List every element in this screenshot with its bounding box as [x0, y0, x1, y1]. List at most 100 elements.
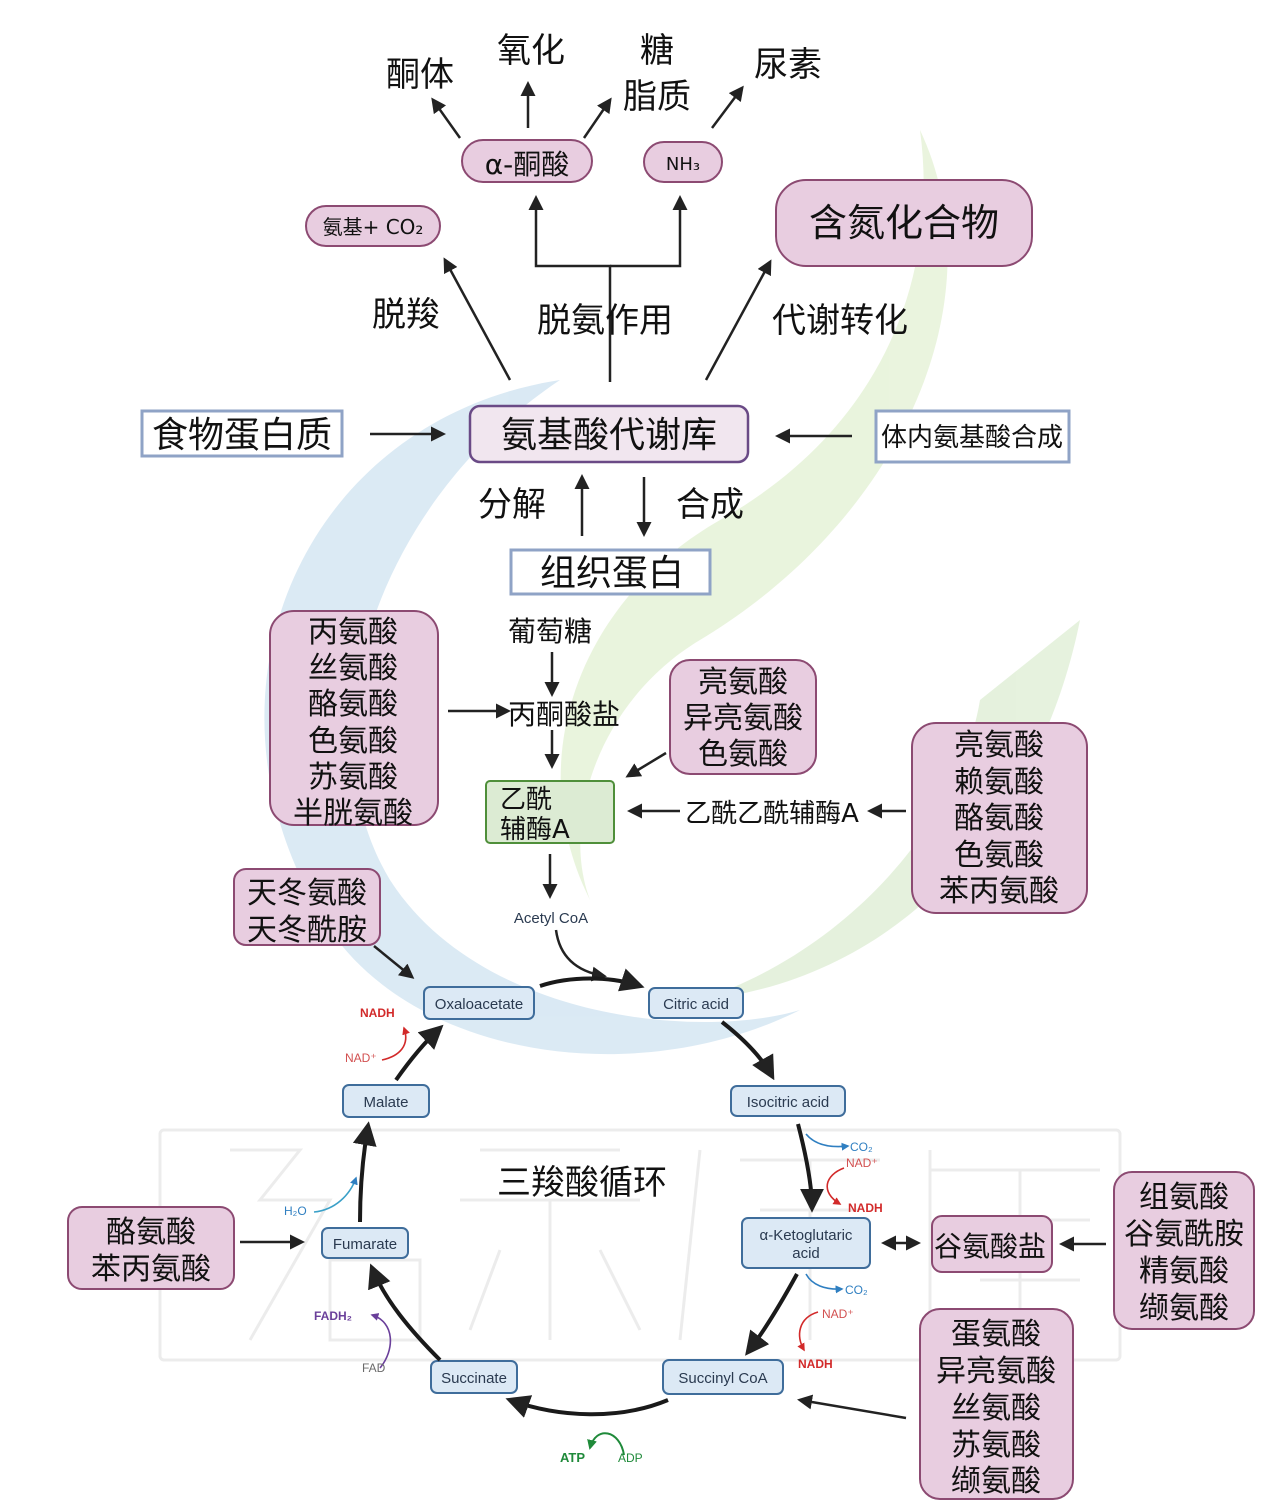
glutamate-amino-group: 组氨酸 谷氨酰胺 精氨酸 缬氨酸 [1113, 1171, 1255, 1330]
deamination-label: 脱氨作用 [537, 301, 673, 341]
arrow-nad-to-nadh-isocitric [826, 1167, 845, 1205]
arrow-group-to-acetyl [625, 751, 667, 778]
sugar-label: 糖 [640, 31, 674, 71]
amino-acid-item: 异亮氨酸 [936, 1354, 1056, 1389]
succinyl-amino-group: 蛋氨酸 异亮氨酸 丝氨酸 苏氨酸 缬氨酸 [919, 1308, 1074, 1500]
nad-label-aketo: NAD⁺ [822, 1307, 854, 1321]
acetyl-coa-cn-line2: 辅酶A [500, 815, 570, 845]
amino-acid-item: 亮氨酸 [954, 728, 1044, 763]
nad-label-malate: NAD⁺ [345, 1051, 377, 1065]
atp-label: ATP [560, 1450, 585, 1465]
amino-pool-label: 氨基酸代谢库 [501, 415, 717, 456]
acetyl-amino-group: 亮氨酸 异亮氨酸 色氨酸 [669, 659, 817, 775]
amino-acid-item: 酪氨酸 [308, 687, 398, 722]
arrow-nad-to-nadh-aketo [797, 1311, 819, 1352]
fumarate-node: Fumarate [321, 1227, 409, 1259]
amino-acid-item: 天冬氨酸 [247, 876, 367, 911]
amino-acid-item: 苯丙氨酸 [939, 874, 1059, 909]
fumarate-amino-group: 酪氨酸 苯丙氨酸 [67, 1206, 235, 1290]
glutamate-label: 谷氨酸盐 [934, 1230, 1046, 1263]
amino-acid-item: 异亮氨酸 [683, 701, 803, 736]
amino-acid-item: 赖氨酸 [954, 765, 1044, 800]
amino-acid-item: 蛋氨酸 [951, 1317, 1041, 1352]
amino-acid-item: 色氨酸 [698, 737, 788, 772]
amino-acid-item: 苏氨酸 [951, 1428, 1041, 1463]
oxaloacetate-amino-group: 天冬氨酸 天冬酰胺 [233, 868, 381, 948]
h2o-label: H₂O [284, 1204, 307, 1218]
malate-label: Malate [363, 1094, 408, 1111]
amino-acid-item: 色氨酸 [308, 724, 398, 759]
nadh-label-aketo: NADH [798, 1357, 833, 1371]
arrow-succinate-to-fumarate [368, 1263, 442, 1362]
alpha-ketoglutaric-node: α-Ketoglutaric acid [741, 1217, 871, 1269]
amino-acid-item: 丝氨酸 [308, 651, 398, 686]
arrow-citric-to-isocitric [720, 1020, 775, 1081]
amino-acid-item: 丙氨酸 [308, 615, 398, 650]
decarboxylation-label: 脱羧 [372, 295, 440, 335]
amino-acid-item: 精氨酸 [1139, 1254, 1229, 1289]
amino-acid-item: 缬氨酸 [1139, 1291, 1229, 1326]
nadh-label-malate: NADH [360, 1006, 395, 1020]
succinyl-coa-label: Succinyl CoA [678, 1370, 767, 1387]
arrow-isocitric-to-aketo [796, 1123, 824, 1213]
arrow-h2o [313, 1176, 358, 1213]
pyruvate-label: 丙酮酸盐 [508, 698, 620, 731]
alpha-keto-acid-node: α-酮酸 [461, 139, 593, 183]
succinate-label: Succinate [441, 1370, 507, 1387]
nitrogen-compounds-label: 含氮化合物 [809, 201, 999, 245]
arrow-to-sugar-lipid [582, 97, 612, 139]
amine-co2-label: 氨基+ CO₂ [323, 215, 424, 239]
arrow-to-ketone [431, 97, 462, 139]
acetyl-coa-label: Acetyl CoA [514, 910, 588, 927]
tissue-protein-label: 组织蛋白 [540, 553, 684, 594]
amino-pool-node: 氨基酸代谢库 [468, 404, 750, 464]
co2-label-aketo: CO₂ [845, 1283, 868, 1297]
arrow-oxaloacetate-to-citric [539, 968, 645, 992]
acetyl-coa-cn-line1: 乙酰 [500, 785, 552, 815]
arrow-co2-aketo [805, 1273, 844, 1294]
ketone-body-label: 酮体 [386, 55, 454, 95]
amino-acid-item: 谷氨酰胺 [1124, 1217, 1244, 1252]
amino-acid-item: 丝氨酸 [951, 1391, 1041, 1426]
fad-label: FAD [362, 1361, 386, 1375]
arrow-group-to-succinyl [797, 1394, 907, 1420]
arrow-metabolic-conversion [704, 259, 772, 381]
fadh2-label: FADH₂ [314, 1309, 352, 1323]
tca-cycle-title: 三羧酸循环 [497, 1163, 667, 1203]
arrow-fad-to-fadh2 [370, 1313, 392, 1369]
alpha-ketoglutaric-line1: α-Ketoglutaric [760, 1227, 853, 1244]
succinyl-coa-node: Succinyl CoA [662, 1359, 784, 1395]
amino-acid-item: 组氨酸 [1139, 1180, 1229, 1215]
background-logo [264, 130, 1080, 1055]
co2-label-isocitric: CO₂ [850, 1140, 873, 1154]
amino-acid-item: 苯丙氨酸 [91, 1252, 211, 1287]
pyruvate-amino-group: 丙氨酸 丝氨酸 酪氨酸 色氨酸 苏氨酸 半胱氨酸 [269, 610, 439, 831]
decompose-label: 分解 [478, 485, 546, 525]
adp-label: ADP [618, 1451, 643, 1465]
acetoacetyl-amino-group: 亮氨酸 赖氨酸 酪氨酸 色氨酸 苯丙氨酸 [911, 722, 1088, 914]
nh3-label: NH₃ [666, 154, 700, 175]
isocitric-acid-node: Isocitric acid [730, 1085, 846, 1117]
food-protein-label: 食物蛋白质 [152, 415, 332, 456]
tissue-protein-box: 组织蛋白 [509, 548, 712, 596]
arrow-nad-to-nadh-malate [381, 1026, 410, 1061]
synthesis-in-body-box: 体内氨基酸合成 [874, 409, 1071, 464]
glucose-label: 葡萄糖 [508, 615, 592, 648]
amino-acid-item: 酪氨酸 [106, 1215, 196, 1250]
synthesis-in-body-label: 体内氨基酸合成 [881, 423, 1063, 453]
urea-label: 尿素 [754, 45, 822, 85]
amine-co2-node: 氨基+ CO₂ [305, 205, 441, 247]
malate-node: Malate [342, 1084, 430, 1118]
succinate-node: Succinate [430, 1360, 518, 1394]
citric-acid-node: Citric acid [648, 987, 744, 1019]
citric-acid-label: Citric acid [663, 996, 729, 1013]
arrow-adp-to-atp [587, 1432, 625, 1456]
oxaloacetate-label: Oxaloacetate [435, 996, 523, 1013]
acetyl-coa-cn-node: 乙酰 辅酶A [485, 780, 615, 845]
amino-acid-item: 半胱氨酸 [293, 796, 413, 831]
arrow-acetylcoa-into-cycle [554, 929, 607, 982]
glutamate-node: 谷氨酸盐 [931, 1215, 1053, 1273]
food-protein-box: 食物蛋白质 [140, 409, 344, 458]
nadh-label-isocitric: NADH [848, 1201, 883, 1215]
